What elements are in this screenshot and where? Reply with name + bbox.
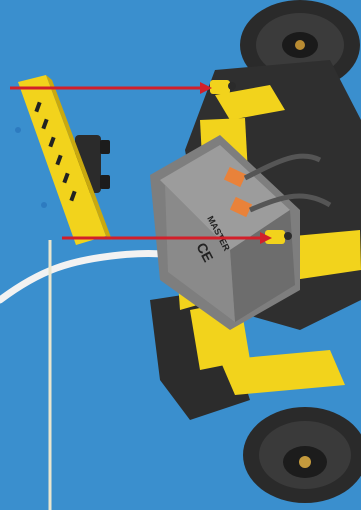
illustration-canvas: MASTER CE — [0, 0, 361, 510]
assembly-illustration: MASTER CE — [0, 0, 361, 510]
